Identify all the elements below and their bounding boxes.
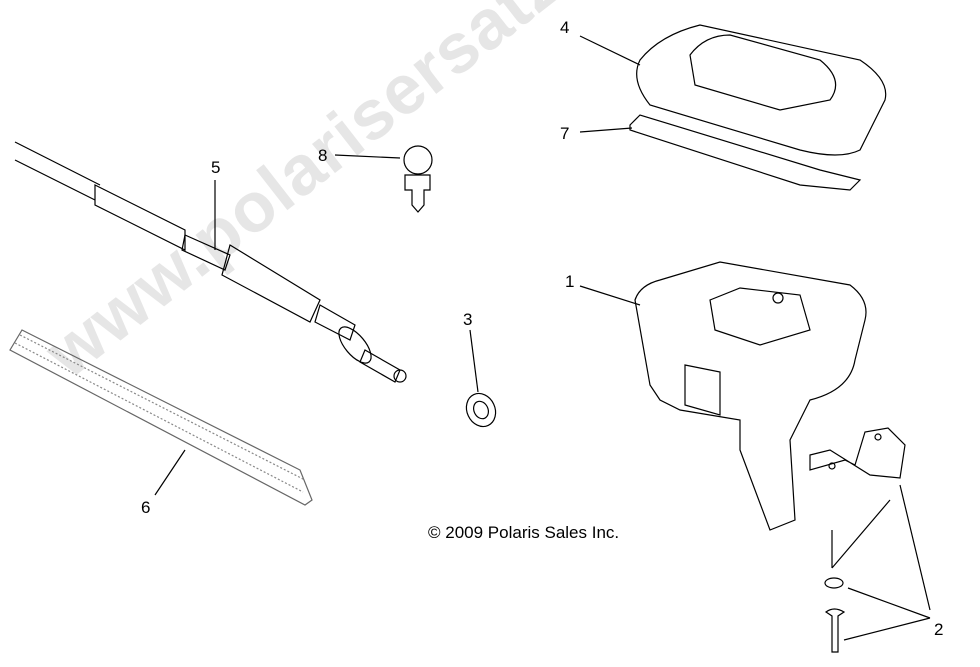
cover-part-4 bbox=[636, 24, 887, 156]
callout-7: 7 bbox=[560, 124, 570, 143]
clip-part-8 bbox=[403, 145, 433, 213]
callout-6: 6 bbox=[141, 498, 151, 517]
callout-5: 5 bbox=[211, 158, 221, 177]
callout-3: 3 bbox=[463, 310, 473, 329]
washer-part-3 bbox=[465, 392, 497, 428]
clamp-part-2 bbox=[809, 427, 906, 653]
cable-part-5 bbox=[14, 141, 407, 383]
callout-1: 1 bbox=[565, 272, 575, 291]
leader-lines bbox=[154, 35, 931, 641]
spring-part-6 bbox=[9, 329, 313, 506]
callout-8: 8 bbox=[318, 146, 328, 165]
callout-2: 2 bbox=[934, 620, 944, 639]
gasket-part-7 bbox=[629, 114, 862, 191]
copyright-notice: © 2009 Polaris Sales Inc. bbox=[428, 523, 620, 542]
callout-4: 4 bbox=[560, 18, 570, 37]
housing-part-1 bbox=[634, 261, 867, 531]
